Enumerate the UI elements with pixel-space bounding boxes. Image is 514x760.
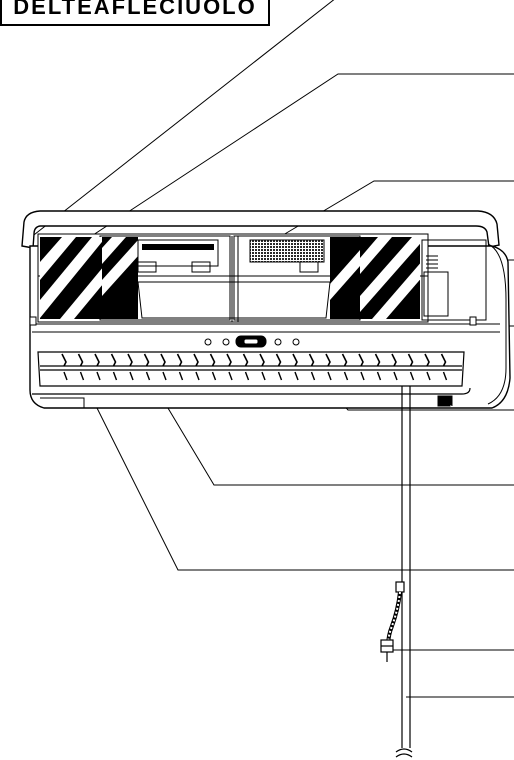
louver-blade	[393, 371, 398, 381]
indicator-lamp	[292, 338, 300, 346]
louver-blade	[277, 371, 283, 381]
piping	[395, 386, 413, 758]
louver-blade	[407, 353, 414, 367]
louver-blade	[162, 371, 167, 381]
louver-blade	[127, 353, 133, 367]
louver-blade	[195, 371, 200, 381]
louver-blade	[244, 371, 250, 381]
louver-blade	[77, 353, 84, 367]
louver-blade	[211, 371, 217, 381]
inner-details	[137, 236, 331, 322]
louver-blade	[343, 371, 349, 381]
louver-blade	[310, 371, 316, 381]
louver-blade	[143, 353, 150, 367]
louver-blade	[358, 353, 364, 367]
screws	[29, 316, 477, 326]
louver-blade	[440, 353, 447, 367]
drain-hose	[380, 581, 405, 662]
louver-blade	[209, 353, 216, 367]
louver-blade	[242, 353, 249, 367]
louver-blade	[96, 371, 101, 381]
louver-blade	[129, 371, 134, 381]
title-box: DELTEAFLECIUOLO	[0, 0, 270, 26]
louver-blade	[442, 371, 448, 381]
side-vent	[426, 255, 438, 269]
louver-blade	[79, 371, 85, 381]
louver-blade	[193, 353, 199, 367]
louver-blade	[61, 353, 67, 367]
indicator-panel	[204, 335, 300, 348]
louver-blade	[259, 353, 265, 367]
louver-blade	[292, 353, 298, 367]
louver-blade	[110, 353, 117, 367]
right-side-panel	[421, 239, 487, 321]
louver-blade	[360, 371, 365, 381]
louver-blade	[275, 353, 282, 367]
louver-blade	[409, 371, 415, 381]
louver-blade	[294, 371, 299, 381]
louver-blade	[376, 371, 382, 381]
leader-vertical-louver	[149, 377, 514, 486]
louver-blade	[94, 353, 100, 367]
louver-blade	[226, 353, 232, 367]
louver-blade	[374, 353, 381, 367]
side-curve	[487, 243, 507, 405]
louver-blade	[178, 371, 184, 381]
vertical-louvers	[61, 353, 448, 381]
louver-blade	[176, 353, 183, 367]
louver-blade	[325, 353, 331, 367]
indicator-lamp	[274, 338, 282, 346]
louver-blade	[112, 371, 118, 381]
louver-blade	[145, 371, 151, 381]
leader-air-filter-left	[51, 73, 514, 263]
louver-blade	[308, 353, 315, 367]
air-outlet	[32, 351, 471, 395]
louver-blade	[391, 353, 397, 367]
louver-blade	[426, 371, 431, 381]
unit-base	[40, 395, 453, 408]
louver-blade	[327, 371, 332, 381]
louver-blade	[228, 371, 233, 381]
stripe-panels	[40, 237, 420, 319]
louver-blade	[160, 353, 166, 367]
title-text: DELTEAFLECIUOLO	[13, 0, 257, 19]
leader-air-purifying-filter	[277, 180, 514, 239]
louver-blade	[424, 353, 430, 367]
side-window	[423, 271, 449, 317]
louver-blade	[341, 353, 348, 367]
louver-blade	[261, 371, 266, 381]
indicator-lamp	[222, 338, 230, 346]
leader-front-panel	[29, 0, 335, 239]
indicator-lamp	[204, 338, 212, 346]
louver-blade	[63, 371, 68, 381]
